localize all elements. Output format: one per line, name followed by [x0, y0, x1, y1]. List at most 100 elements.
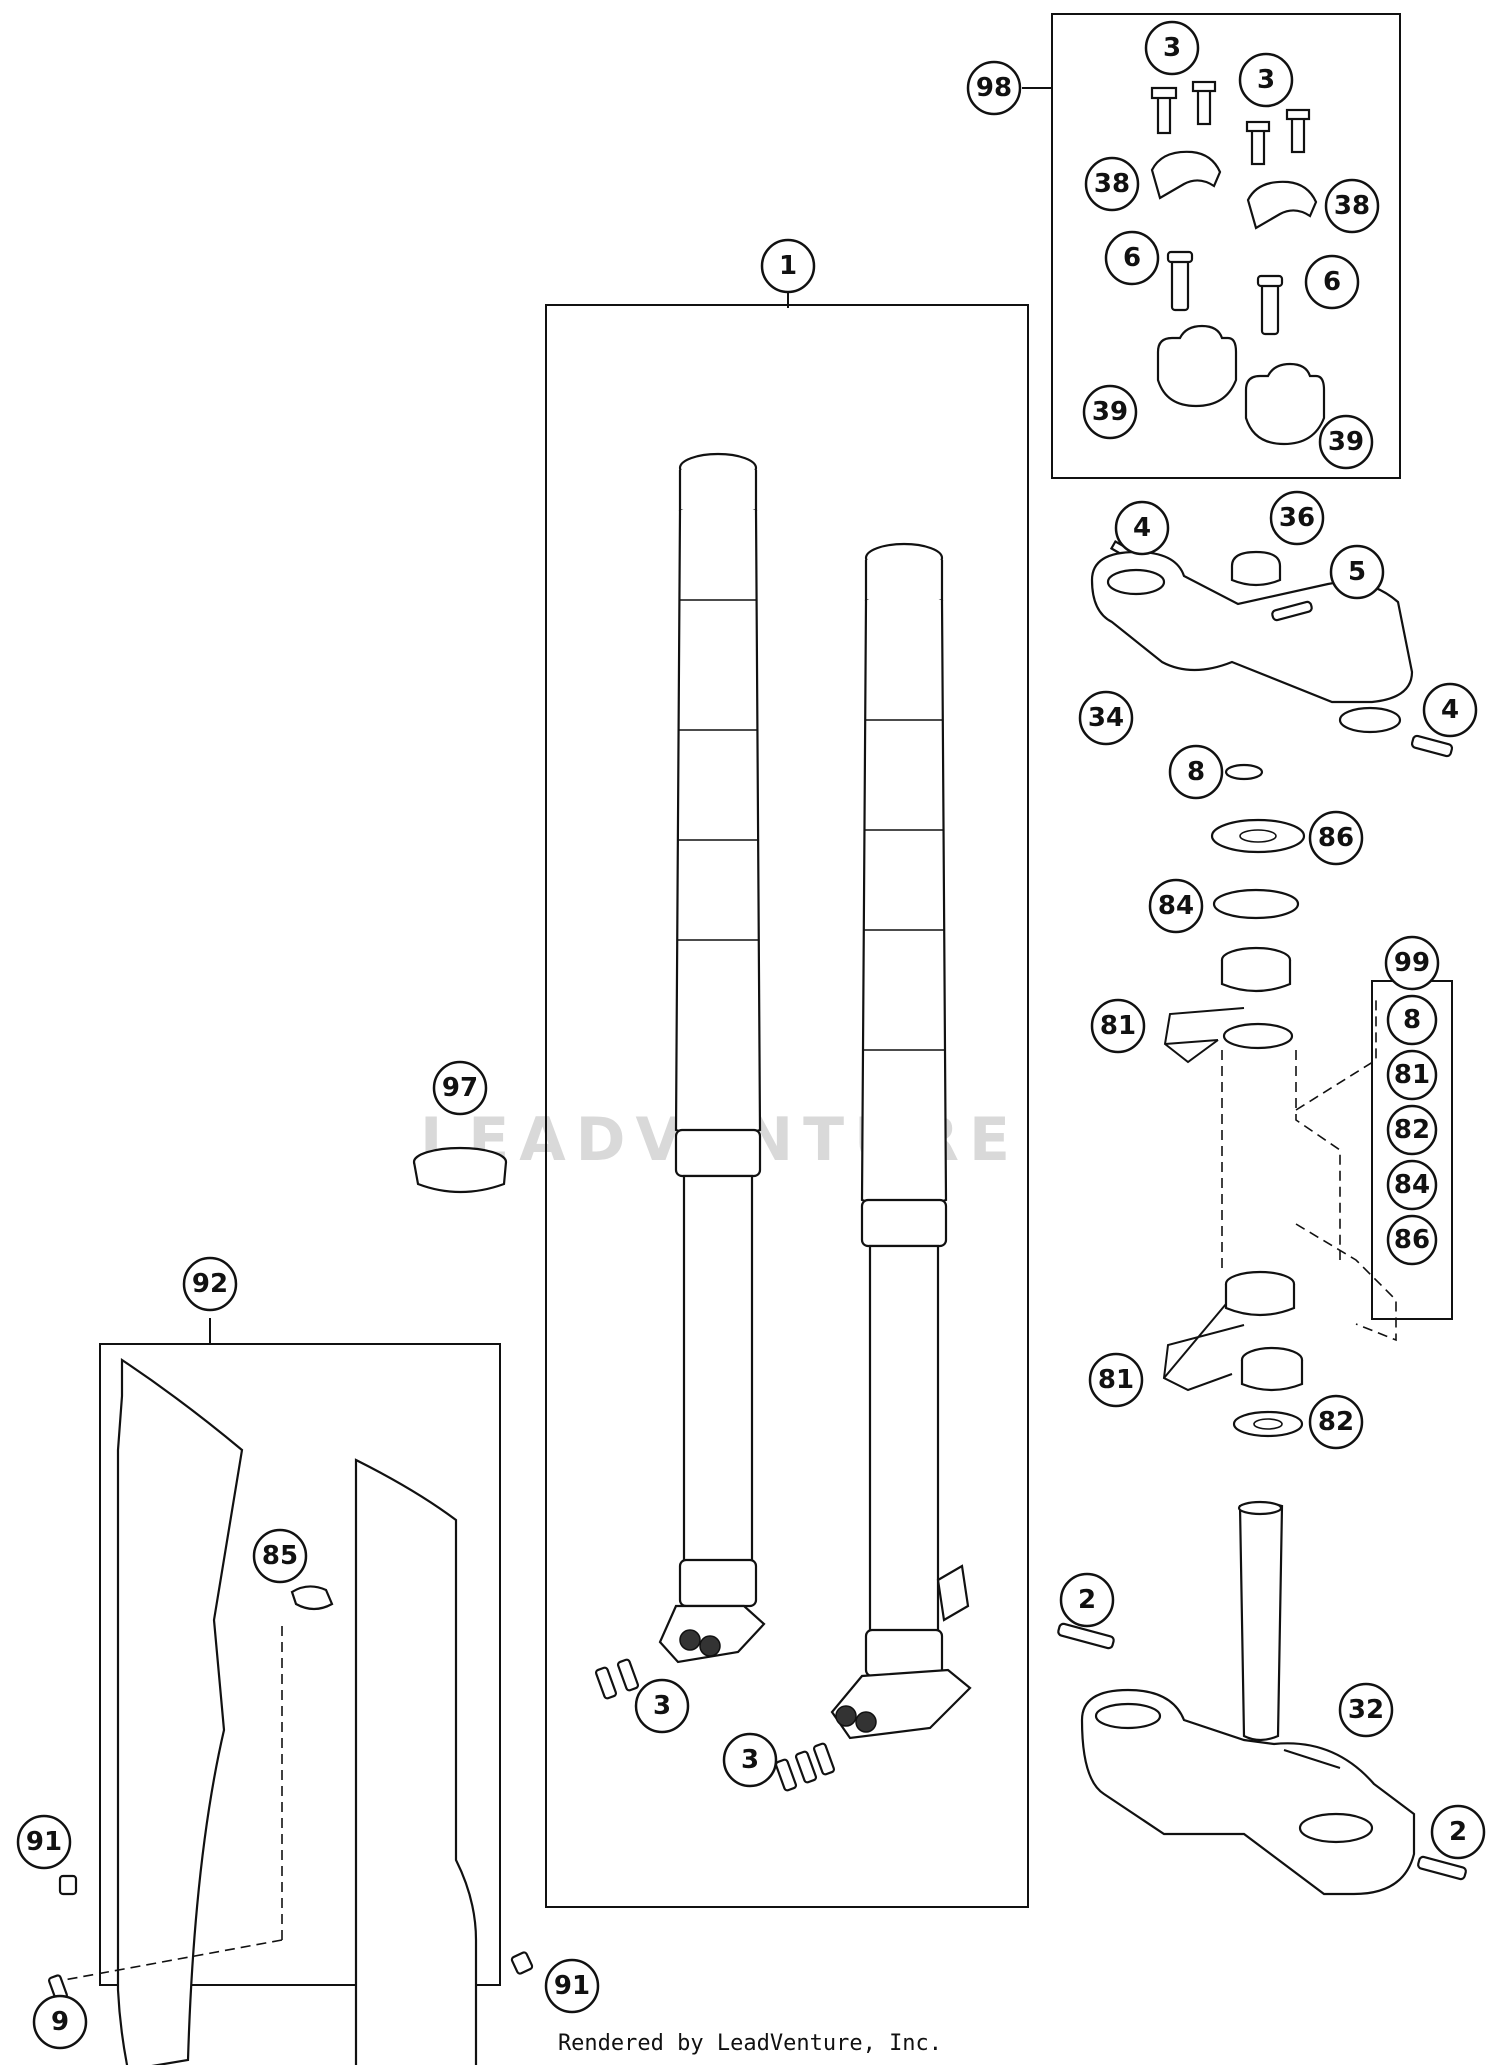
kit-98-frame [1051, 13, 1401, 479]
callout-5: 5 [1329, 544, 1385, 600]
callout-91: 91 [544, 1958, 600, 2014]
svg-text:86: 86 [1394, 1225, 1430, 1255]
svg-text:36: 36 [1279, 503, 1315, 533]
svg-text:5: 5 [1348, 557, 1366, 587]
callout-1: 1 [760, 238, 816, 294]
steering-nut-icon [1230, 550, 1282, 587]
svg-text:2: 2 [1078, 1585, 1096, 1615]
callout-3: 3 [1238, 52, 1294, 108]
svg-text:6: 6 [1323, 267, 1341, 297]
upper-triple-clamp-group [1090, 540, 1454, 758]
callout-84: 84 [1148, 878, 1204, 934]
callout-38: 38 [1084, 156, 1140, 212]
steering-stem-icon [1238, 1501, 1284, 1742]
callout-8: 8 [1168, 744, 1224, 800]
svg-text:85: 85 [262, 1541, 298, 1571]
svg-text:84: 84 [1394, 1170, 1430, 1200]
callout-98: 98 [966, 60, 1022, 116]
clamp-bolt-2b-icon [1417, 1855, 1467, 1881]
callout-36: 36 [1269, 490, 1325, 546]
callout-3: 3 [634, 1678, 690, 1734]
upper-race-icon [1222, 1022, 1294, 1050]
svg-text:34: 34 [1088, 703, 1124, 733]
seal-82-icon [1232, 1410, 1304, 1438]
svg-text:9: 9 [51, 2007, 69, 2037]
callout-97: 97 [432, 1060, 488, 1116]
fork-ring-icon [412, 1146, 508, 1194]
callout-32: 32 [1338, 1682, 1394, 1738]
callout-4: 4 [1114, 500, 1170, 556]
callout-4: 4 [1422, 682, 1478, 738]
svg-text:81: 81 [1100, 1011, 1136, 1041]
callout-39: 39 [1082, 384, 1138, 440]
svg-text:4: 4 [1441, 695, 1459, 725]
clamp-bolt-icon [1166, 250, 1284, 336]
fork-protector-group [48, 1318, 534, 2065]
svg-text:2: 2 [1449, 1817, 1467, 1847]
lower-clamp-icon [1156, 324, 1326, 446]
callout-2: 2 [1059, 1572, 1115, 1628]
svg-text:6: 6 [1123, 243, 1141, 273]
handlebar-clamp-kit-group [1022, 13, 1401, 479]
svg-text:91: 91 [554, 1971, 590, 2001]
washer-8-icon [1224, 763, 1264, 781]
svg-text:39: 39 [1328, 427, 1364, 457]
callout-9: 9 [32, 1994, 88, 2050]
dust-seal-86-icon [1210, 818, 1306, 854]
svg-text:99: 99 [1394, 948, 1430, 978]
callout-38: 38 [1324, 178, 1380, 234]
callout-39: 39 [1318, 414, 1374, 470]
svg-text:3: 3 [653, 1691, 671, 1721]
svg-text:82: 82 [1394, 1115, 1430, 1145]
kit-99-item: 81 [1386, 1049, 1438, 1101]
callout-85: 85 [252, 1528, 308, 1584]
svg-text:92: 92 [192, 1269, 228, 1299]
callout-3: 3 [722, 1732, 778, 1788]
fork-assembly-group [545, 300, 1029, 1908]
protector-clip-icon [290, 1585, 334, 1611]
kit-99-item: 82 [1386, 1104, 1438, 1156]
svg-text:38: 38 [1094, 169, 1130, 199]
seal-84-icon [1212, 888, 1300, 920]
svg-text:3: 3 [1163, 33, 1181, 63]
lower-triple-clamp-icon [1080, 1688, 1416, 1896]
kit-99-item: 84 [1386, 1159, 1438, 1211]
svg-text:98: 98 [976, 73, 1012, 103]
footer-credit: Rendered by LeadVenture, Inc. [558, 2031, 942, 2056]
clamp-bolt-5-icon [1271, 600, 1313, 622]
svg-text:32: 32 [1348, 1695, 1384, 1725]
right-fork-leg-icon [830, 542, 972, 1740]
svg-text:8: 8 [1187, 757, 1205, 787]
callout-91: 91 [16, 1814, 72, 1870]
kit-99-item: 8 [1386, 994, 1438, 1046]
callout-81: 81 [1088, 1352, 1144, 1408]
left-fork-protector-icon [116, 1357, 244, 2065]
svg-text:86: 86 [1318, 823, 1354, 853]
bolt-icon [1150, 80, 1311, 166]
svg-text:81: 81 [1098, 1365, 1134, 1395]
leader-lines [787, 293, 1341, 1769]
callout-82: 82 [1308, 1394, 1364, 1450]
left-fork-leg-icon [658, 452, 766, 1664]
svg-text:3: 3 [741, 1745, 759, 1775]
svg-text:1: 1 [779, 251, 797, 281]
fork-protector-frame [99, 1343, 501, 1986]
callout-86: 86 [1308, 810, 1364, 866]
kit-99-item: 86 [1386, 1214, 1438, 1266]
svg-text:97: 97 [442, 1073, 478, 1103]
callout-6: 6 [1104, 230, 1160, 286]
svg-text:39: 39 [1092, 397, 1128, 427]
callout-92: 92 [182, 1256, 238, 1312]
callout-81: 81 [1090, 998, 1146, 1054]
bearing-stack-group [1162, 763, 1397, 1438]
callout-3: 3 [1144, 20, 1200, 76]
right-fork-protector-icon [354, 1458, 478, 2065]
callout-99: 99 [1384, 935, 1440, 991]
callout-2: 2 [1430, 1804, 1486, 1860]
svg-text:84: 84 [1158, 891, 1194, 921]
upper-clamp-icon [1150, 150, 1318, 230]
svg-text:82: 82 [1318, 1407, 1354, 1437]
svg-text:8: 8 [1403, 1005, 1421, 1035]
protector-screw-icon [48, 1874, 534, 2002]
